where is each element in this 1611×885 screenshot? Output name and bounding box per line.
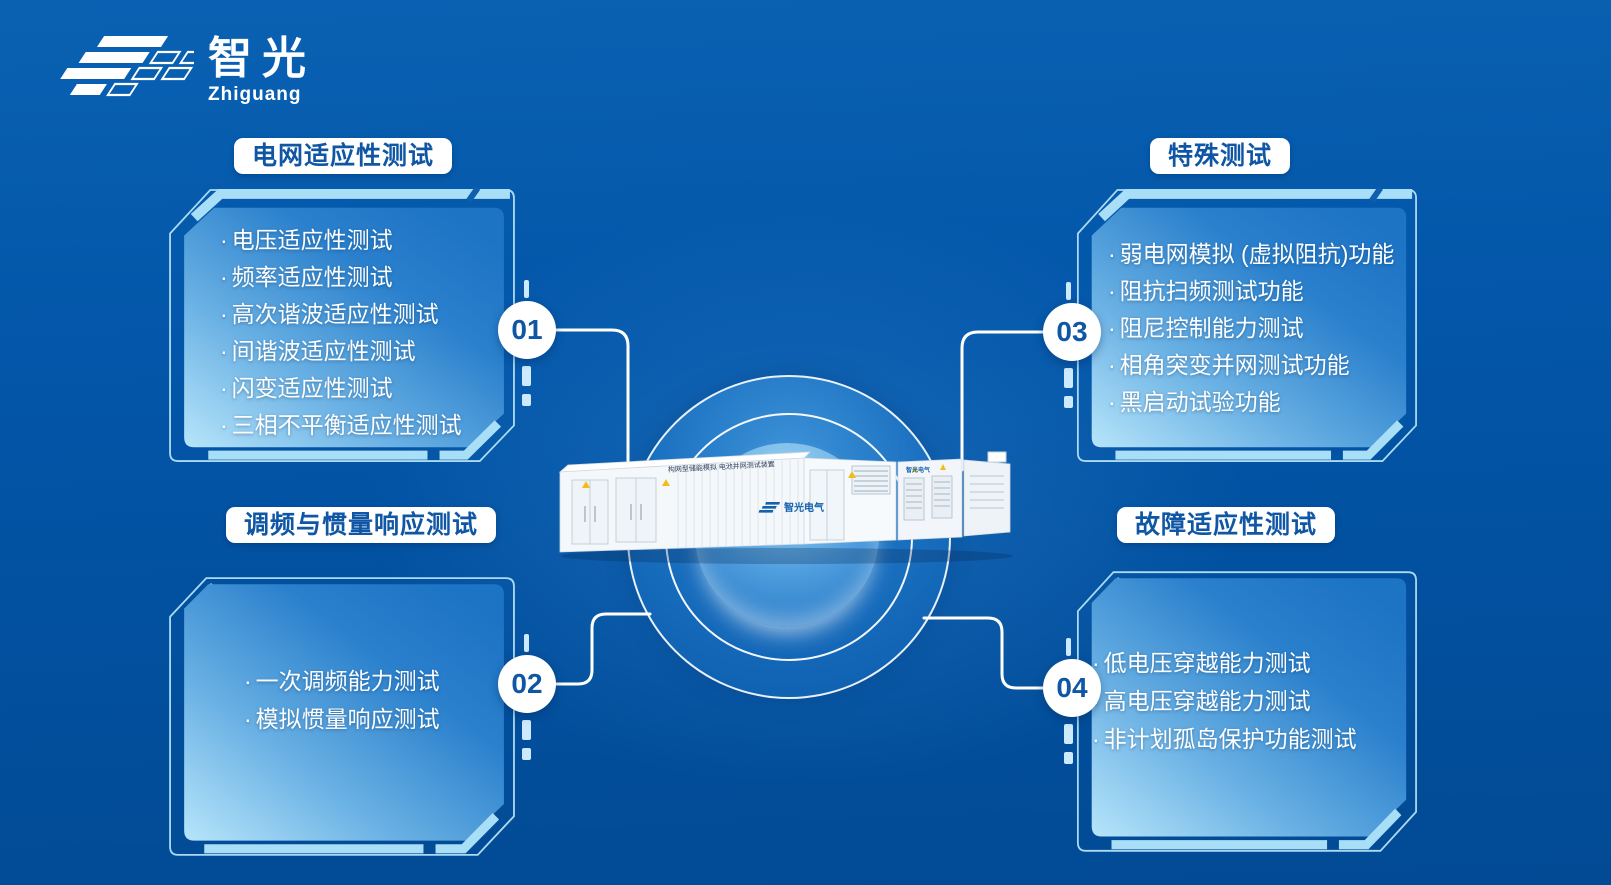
list-item: ·模拟惯量响应测试	[244, 706, 440, 732]
badge-01: 01	[498, 301, 556, 359]
list-item: ·频率适应性测试	[220, 264, 393, 290]
list-item: ·三相不平衡适应性测试	[220, 412, 462, 438]
list-item: ·弱电网模拟 (虚拟阻抗)功能	[1108, 241, 1395, 267]
panel-frame	[169, 577, 515, 856]
panel-item-list: ·一次调频能力测试 ·模拟惯量响应测试	[244, 662, 440, 738]
connector-04	[922, 616, 1045, 690]
brand-logo: 智光 Zhiguang	[44, 30, 316, 110]
panel-frequency-inertia: ·一次调频能力测试 ·模拟惯量响应测试	[158, 572, 520, 862]
title-fault-adaptability: 故障适应性测试	[1117, 507, 1336, 543]
list-item: ·相角突变并网测试功能	[1108, 352, 1350, 378]
list-item: ·电压适应性测试	[220, 227, 393, 253]
connector-02	[554, 612, 652, 686]
brand-name-en: Zhiguang	[208, 83, 302, 105]
container-logo-text: 智光电气	[784, 501, 824, 514]
list-item: ·间谐波适应性测试	[220, 338, 416, 364]
title-grid-adaptability: 电网适应性测试	[234, 138, 453, 174]
badge-03: 03	[1043, 303, 1101, 361]
list-item: ·一次调频能力测试	[244, 668, 440, 694]
title-frequency-inertia: 调频与惯量响应测试	[226, 507, 497, 543]
panel-item-list: ·弱电网模拟 (虚拟阻抗)功能 ·阻抗扫频测试功能 ·阻尼控制能力测试 ·相角突…	[1108, 236, 1394, 421]
container-logo-text-small: 智光电气	[906, 466, 930, 474]
panel-fault-adaptability: ·低电压穿越能力测试 ·高电压穿越能力测试 ·非计划孤岛保护功能测试	[1066, 566, 1422, 858]
list-item: ·低电压穿越能力测试	[1092, 650, 1311, 676]
list-item: ·阻尼控制能力测试	[1108, 315, 1304, 341]
zhiguang-stripes-icon	[60, 36, 194, 97]
equipment-illustration: 智光电气 智光电气 构网型储能模拟 电池并网测试装置	[558, 451, 1013, 564]
badge-04: 04	[1043, 659, 1101, 717]
title-special-tests: 特殊测试	[1150, 138, 1291, 174]
list-item: ·闪变适应性测试	[220, 375, 393, 401]
brand-name-cn: 智光	[208, 33, 316, 83]
panel-frame	[1076, 186, 1417, 462]
panel-item-list: ·低电压穿越能力测试 ·高电压穿越能力测试 ·非计划孤岛保护功能测试	[1092, 644, 1357, 758]
list-item: ·阻抗扫频测试功能	[1108, 278, 1304, 304]
panel-grid-adaptability: ·电压适应性测试 ·频率适应性测试 ·高次谐波适应性测试 ·间谐波适应性测试 ·…	[158, 186, 520, 468]
panel-frame	[1076, 571, 1417, 852]
panel-special-tests: ·弱电网模拟 (虚拟阻抗)功能 ·阻抗扫频测试功能 ·阻尼控制能力测试 ·相角突…	[1066, 186, 1422, 468]
panel-frame	[169, 186, 515, 462]
list-item: ·黑启动试验功能	[1108, 389, 1281, 415]
list-item: ·非计划孤岛保护功能测试	[1092, 726, 1357, 752]
badge-02: 02	[498, 655, 556, 713]
list-item: ·高次谐波适应性测试	[220, 301, 439, 327]
panel-item-list: ·电压适应性测试 ·频率适应性测试 ·高次谐波适应性测试 ·间谐波适应性测试 ·…	[220, 222, 462, 444]
list-item: ·高电压穿越能力测试	[1092, 688, 1311, 714]
